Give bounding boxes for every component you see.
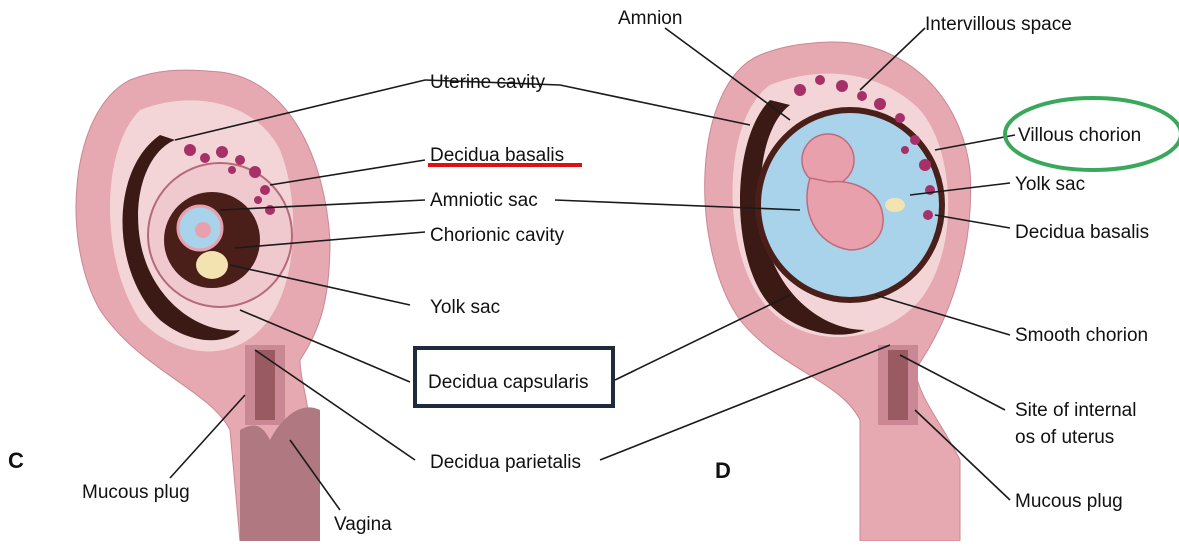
vagina-c	[240, 407, 320, 541]
label-decidua-parietalis: Decidua parietalis	[430, 452, 581, 473]
yolk-sac-d	[885, 198, 905, 212]
label-amniotic-sac: Amniotic sac	[430, 190, 538, 211]
mucous-plug-c	[255, 350, 275, 420]
label-intervillous-space: Intervillous space	[925, 14, 1072, 35]
label-site-internal-os-line2: os of uterus	[1015, 427, 1114, 448]
label-amnion: Amnion	[618, 8, 682, 29]
label-uterine-cavity: Uterine cavity	[430, 72, 546, 93]
label-mucous-plug-right: Mucous plug	[1015, 491, 1123, 512]
panel-label-c: C	[8, 448, 24, 473]
label-decidua-basalis-left: Decidua basalis	[430, 145, 564, 166]
panel-label-d: D	[715, 458, 731, 483]
uterus-figure-d	[705, 42, 971, 541]
label-chorionic-cavity: Chorionic cavity	[430, 225, 565, 246]
label-decidua-capsularis: Decidua capsularis	[428, 372, 589, 393]
label-smooth-chorion: Smooth chorion	[1015, 325, 1148, 346]
label-site-internal-os-line1: Site of internal	[1015, 400, 1136, 421]
yolk-sac-c	[196, 251, 228, 279]
label-mucous-plug-left: Mucous plug	[82, 482, 190, 503]
label-decidua-basalis-right: Decidua basalis	[1015, 222, 1149, 243]
label-vagina: Vagina	[334, 514, 392, 535]
mucous-plug-d	[888, 350, 908, 420]
label-yolk-sac-right: Yolk sac	[1015, 174, 1085, 195]
uterus-figure-c	[76, 70, 330, 541]
embryo-c	[195, 222, 211, 238]
label-yolk-sac-left: Yolk sac	[430, 297, 500, 318]
label-villous-chorion: Villous chorion	[1018, 125, 1141, 146]
